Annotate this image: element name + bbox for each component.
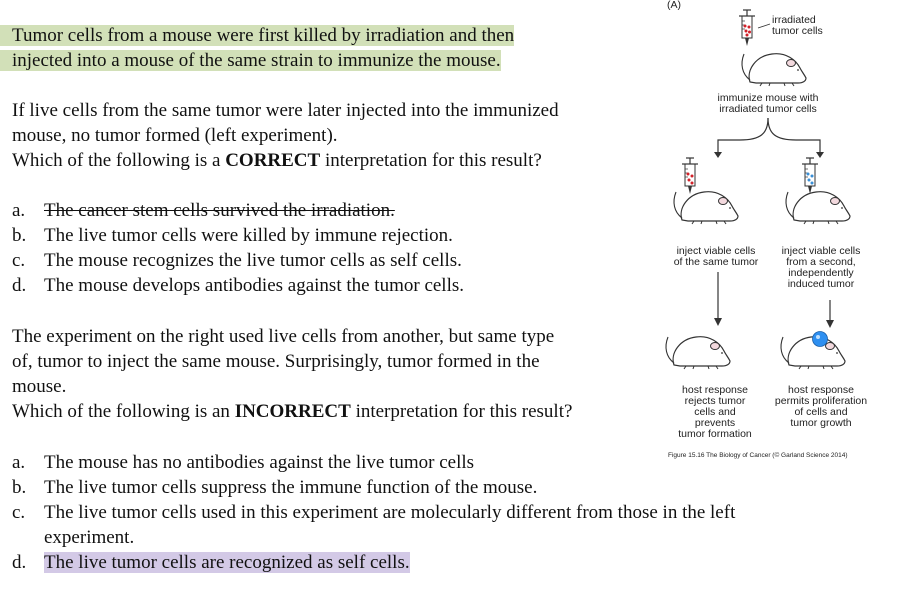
- tumor-icon: [812, 331, 828, 347]
- q2-stem-line3: mouse.: [12, 376, 67, 397]
- right-result-label: host response permits proliferation of c…: [774, 384, 868, 429]
- mouse-icon: [741, 53, 807, 87]
- right-inject-label: inject viable cells from a second, indep…: [781, 245, 861, 290]
- mouse-icon: [673, 191, 739, 225]
- panel-label: (A): [667, 0, 681, 11]
- q1-question: Which of the following is a CORRECT inte…: [12, 150, 542, 171]
- syringe-icon: [801, 157, 819, 195]
- immunize-label: immunize mouse with irradiated tumor cel…: [717, 92, 819, 115]
- q1-option-d[interactable]: d.The mouse develops antibodies against …: [12, 275, 465, 296]
- q2-stem-line1: The experiment on the right used live ce…: [12, 326, 555, 347]
- q1-option-c[interactable]: c.The mouse recognizes the live tumor ce…: [12, 250, 462, 271]
- q1-stem-line1: If live cells from the same tumor were l…: [12, 100, 559, 121]
- q2-option-b[interactable]: b.The live tumor cells suppress the immu…: [12, 477, 538, 498]
- q1-stem-line2: mouse, no tumor formed (left experiment)…: [12, 125, 338, 146]
- figure-caption: Figure 15.16 The Biology of Cancer (© Ga…: [668, 452, 848, 459]
- left-result-label: host response rejects tumor cells and pr…: [678, 384, 752, 440]
- mouse-icon: [785, 191, 851, 225]
- q2-question: Which of the following is an INCORRECT i…: [12, 401, 573, 422]
- q1-intro-line1: Tumor cells from a mouse were first kill…: [0, 23, 515, 48]
- q1-option-b[interactable]: b.The live tumor cells were killed by im…: [12, 225, 453, 246]
- q2-option-a[interactable]: a.The mouse has no antibodies against th…: [12, 452, 475, 473]
- mouse-icon: [665, 336, 731, 370]
- q1-option-a[interactable]: a.The cancer stem cells survived the irr…: [12, 200, 395, 221]
- syringe-icon: [681, 157, 699, 195]
- q2-option-c-continued: experiment.: [44, 527, 135, 548]
- q1-intro-line2: injected into a mouse of the same strain…: [0, 48, 501, 73]
- irradiated-label: irradiated tumor cells: [772, 14, 823, 37]
- q2-stem-line2: of, tumor to inject the same mouse. Surp…: [12, 351, 540, 372]
- syringe-icon: [738, 9, 756, 47]
- q2-option-c[interactable]: c.The live tumor cells used in this expe…: [12, 502, 736, 523]
- left-inject-label: inject viable cells of the same tumor: [673, 245, 759, 268]
- q2-option-d[interactable]: d.The live tumor cells are recognized as…: [12, 552, 410, 573]
